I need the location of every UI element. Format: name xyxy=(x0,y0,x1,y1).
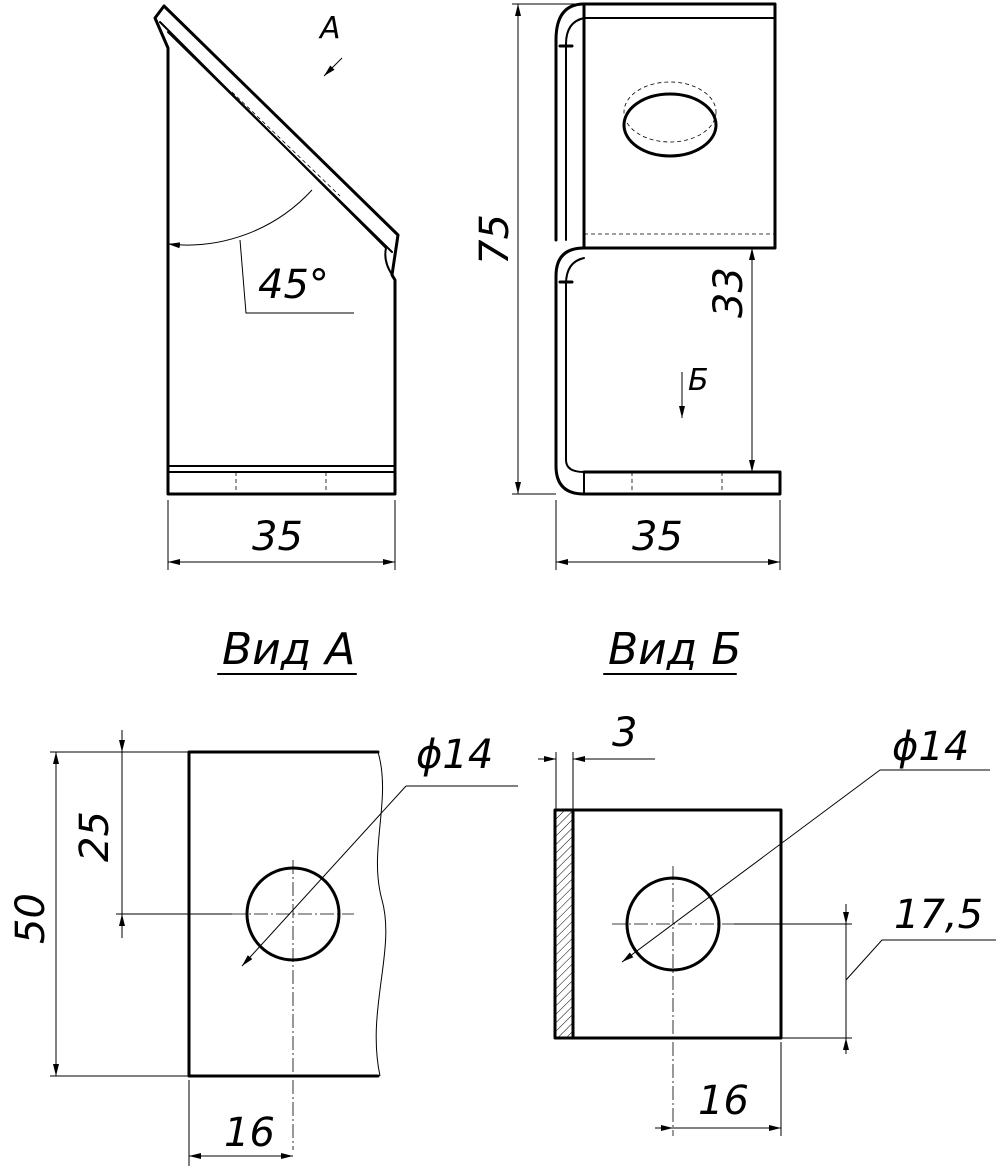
center-label-leader xyxy=(845,939,996,981)
hidden-line xyxy=(231,91,341,197)
plate-bend-edge xyxy=(167,31,393,253)
view-a-arrow-label: А xyxy=(318,11,341,46)
front-view-left: 45° А 35 xyxy=(153,4,400,570)
plate-tip xyxy=(384,247,394,277)
angle-leader xyxy=(239,239,354,314)
break-line xyxy=(375,751,387,1077)
view-b-title: Вид Б xyxy=(608,624,741,675)
inner-bend-top xyxy=(565,17,585,241)
view-a-title: Вид А xyxy=(222,624,355,675)
flange-label: 33 xyxy=(706,267,752,318)
bracket-outline-left xyxy=(153,4,400,496)
height-label: 75 xyxy=(472,214,518,265)
view-a-arrow xyxy=(323,57,343,77)
section-hatch xyxy=(556,811,572,1037)
upper-plate-outline xyxy=(582,2,777,250)
diameter-leader xyxy=(241,785,407,967)
hole-ellipse xyxy=(622,92,718,158)
plate-edge xyxy=(154,5,165,19)
hole-hidden-ellipse xyxy=(623,81,717,143)
width-label: 35 xyxy=(252,514,303,560)
view-b-arrow-label: Б xyxy=(688,363,709,398)
diameter-leader xyxy=(621,769,881,963)
view-b: Вид Б ϕ14 3 17,5 16 xyxy=(538,624,996,1136)
view-a-half-label: 25 xyxy=(72,811,118,862)
view-a: Вид А ϕ14 50 25 16 xyxy=(8,624,518,1166)
outer-bend-top xyxy=(554,2,586,242)
angle-arc xyxy=(167,189,313,249)
view-a-height-label: 50 xyxy=(8,893,54,944)
view-b-thickness-label: 3 xyxy=(612,710,637,756)
side-view-right: 75 33 Б 35 xyxy=(472,2,782,570)
view-b-center-label: 17,5 xyxy=(894,892,983,938)
angle-label: 45° xyxy=(258,262,329,308)
view-b-offset-label: 16 xyxy=(698,1078,749,1124)
view-a-diameter-label: ϕ14 xyxy=(416,732,493,778)
inner-bend-bottom xyxy=(565,257,585,473)
view-a-offset-label: 16 xyxy=(224,1110,275,1156)
width-label: 35 xyxy=(632,514,683,560)
view-b-diameter-label: ϕ14 xyxy=(892,724,969,770)
